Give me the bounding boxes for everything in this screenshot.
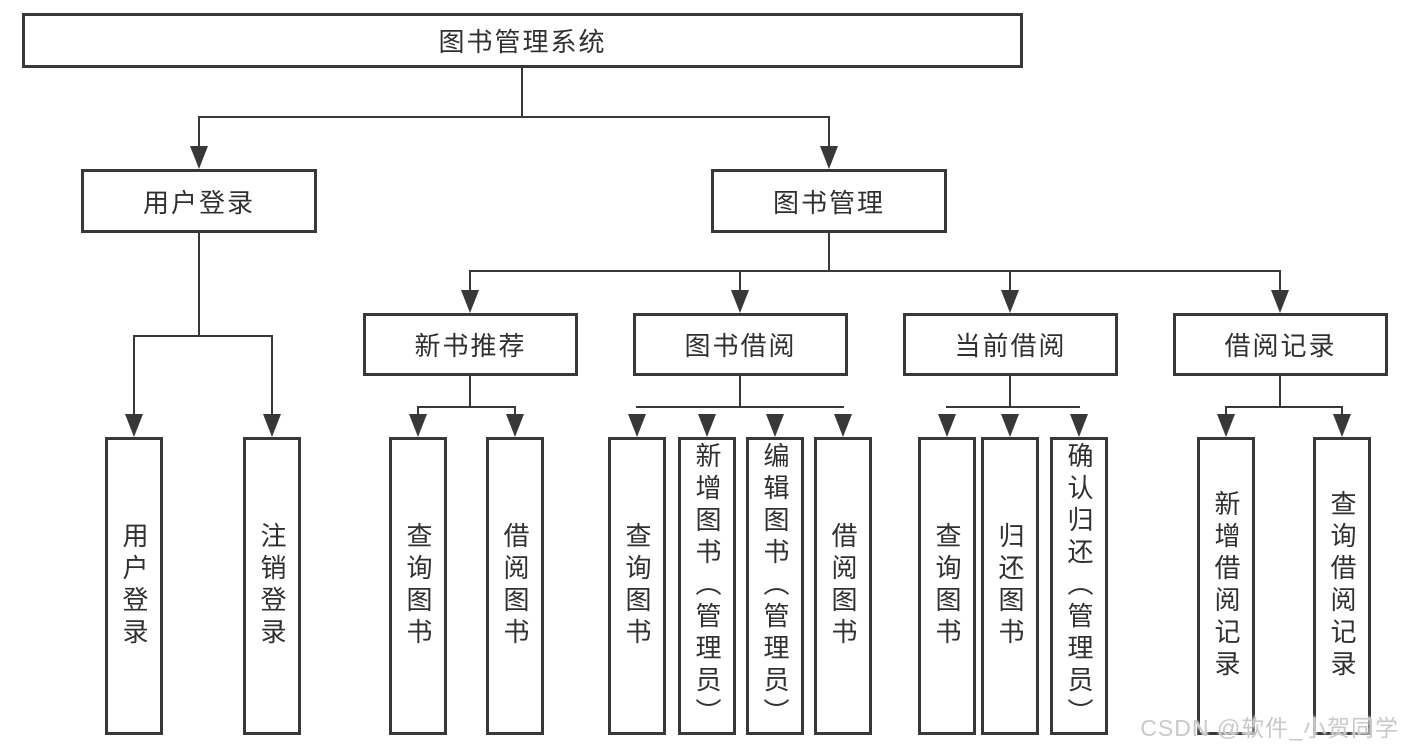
connector-line: [1279, 270, 1281, 292]
connector-line: [417, 406, 419, 416]
node-leaf-user-login: 用户登录: [105, 437, 163, 735]
connector-line: [1225, 406, 1343, 408]
connector-line: [1225, 406, 1227, 416]
node-leaf-bor-edit-book: 编辑图书（管理员）: [746, 437, 804, 735]
node-leaf-rcd-query-record: 查询借阅记录: [1313, 437, 1371, 735]
node-current-borrow-label: 当前借阅: [954, 331, 1067, 361]
connector-line: [469, 270, 1281, 272]
arrowhead-down-icon: [698, 414, 716, 437]
arrowhead-down-icon: [834, 414, 852, 437]
connector-line: [133, 335, 273, 337]
node-root: 图书管理系统: [22, 13, 1023, 68]
node-leaf-bor-borrow-book-label: 借阅图书: [828, 522, 858, 650]
node-leaf-bor-add-book-label: 新增图书（管理员）: [692, 442, 722, 730]
arrowhead-down-icon: [1271, 290, 1289, 313]
arrowhead-down-icon: [263, 414, 281, 437]
arrowhead-down-icon: [506, 414, 524, 437]
node-user-login: 用户登录: [81, 169, 317, 233]
arrowhead-down-icon: [731, 290, 749, 313]
connector-line: [469, 270, 471, 292]
connector-line: [417, 406, 516, 408]
node-leaf-rec-query-book-label: 查询图书: [403, 522, 433, 650]
arrowhead-down-icon: [766, 414, 784, 437]
connector-line: [1279, 376, 1281, 408]
connector-line: [739, 270, 741, 292]
node-leaf-rec-query-book: 查询图书: [389, 437, 447, 735]
node-borrow-record-label: 借阅记录: [1224, 331, 1337, 361]
connector-line: [271, 335, 273, 416]
node-leaf-cur-confirm-return-label: 确认归还（管理员）: [1064, 442, 1094, 730]
connector-line: [828, 116, 830, 148]
node-book-manage-label: 图书管理: [772, 187, 885, 218]
csdn-watermark: CSDN @软件_小贺同学: [1140, 715, 1399, 741]
connector-line: [198, 233, 200, 337]
node-leaf-cur-return-book-label: 归还图书: [995, 522, 1025, 650]
connector-line: [198, 116, 200, 148]
arrowhead-down-icon: [125, 414, 143, 437]
node-leaf-bor-edit-book-label: 编辑图书（管理员）: [760, 442, 790, 730]
node-book-manage: 图书管理: [711, 169, 947, 233]
node-leaf-rcd-add-record: 新增借阅记录: [1197, 437, 1255, 735]
arrowhead-down-icon: [1001, 414, 1019, 437]
node-leaf-cur-confirm-return: 确认归还（管理员）: [1050, 437, 1108, 735]
arrowhead-down-icon: [820, 146, 838, 169]
connector-line: [198, 116, 830, 118]
node-leaf-cur-query-book: 查询图书: [918, 437, 976, 735]
node-leaf-bor-add-book: 新增图书（管理员）: [678, 437, 736, 735]
connector-line: [469, 376, 471, 408]
arrowhead-down-icon: [461, 290, 479, 313]
connector-line: [828, 233, 830, 272]
connector-line: [1009, 270, 1011, 292]
node-book-borrow-label: 图书借阅: [684, 331, 797, 361]
node-leaf-logout: 注销登录: [243, 437, 301, 735]
node-new-book-recommend: 新书推荐: [363, 313, 578, 376]
node-user-login-label: 用户登录: [142, 187, 255, 218]
connector-line: [946, 406, 1080, 408]
node-root-label: 图书管理系统: [438, 27, 607, 57]
node-leaf-user-login-label: 用户登录: [119, 522, 149, 650]
arrowhead-down-icon: [190, 146, 208, 169]
connector-line: [521, 68, 523, 118]
node-book-borrow: 图书借阅: [633, 313, 848, 376]
node-leaf-rec-borrow-book-label: 借阅图书: [500, 522, 530, 650]
node-leaf-bor-query-book-label: 查询图书: [622, 522, 652, 650]
node-leaf-rcd-query-record-label: 查询借阅记录: [1327, 490, 1357, 682]
node-current-borrow: 当前借阅: [903, 313, 1118, 376]
node-leaf-bor-query-book: 查询图书: [608, 437, 666, 735]
arrowhead-down-icon: [1070, 414, 1088, 437]
arrowhead-down-icon: [1333, 414, 1351, 437]
arrowhead-down-icon: [628, 414, 646, 437]
node-leaf-logout-label: 注销登录: [257, 522, 287, 650]
arrowhead-down-icon: [1001, 290, 1019, 313]
arrowhead-down-icon: [409, 414, 427, 437]
connector-line: [514, 406, 516, 416]
node-leaf-cur-query-book-label: 查询图书: [932, 522, 962, 650]
connector-line: [739, 376, 741, 408]
arrowhead-down-icon: [1217, 414, 1235, 437]
connector-line: [1341, 406, 1343, 416]
node-leaf-bor-borrow-book: 借阅图书: [814, 437, 872, 735]
node-borrow-record: 借阅记录: [1173, 313, 1388, 376]
node-new-book-recommend-label: 新书推荐: [414, 331, 527, 361]
arrowhead-down-icon: [938, 414, 956, 437]
node-leaf-cur-return-book: 归还图书: [981, 437, 1039, 735]
node-leaf-rec-borrow-book: 借阅图书: [486, 437, 544, 735]
connector-line: [636, 406, 844, 408]
node-leaf-rcd-add-record-label: 新增借阅记录: [1211, 490, 1241, 682]
connector-line: [133, 335, 135, 416]
connector-line: [1009, 376, 1011, 408]
